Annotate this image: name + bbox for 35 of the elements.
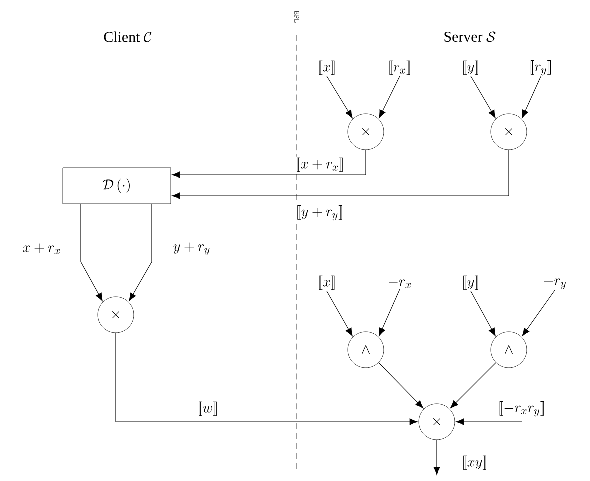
arrow (116, 332, 418, 426)
math-label: $[\![y]\!]$ (464, 276, 478, 290)
arrow (379, 76, 400, 118)
arrow (522, 76, 542, 118)
math-label: $[\![r_x]\!]$ (390, 60, 410, 76)
edge-label: $x+r_x$ (23, 244, 60, 254)
arrow (434, 440, 440, 476)
math-label: $-r_x$ (389, 280, 412, 288)
edge-label: $[\![xy]\!]$ (464, 456, 486, 470)
arrow (172, 150, 366, 178)
edge-label: $[\![x+r_x]\!]$ (297, 158, 343, 172)
arrow (470, 76, 496, 118)
math-label: $[\![r_y]\!]$ (530, 60, 551, 76)
math-label: $[\![x]\!]$ (319, 276, 335, 290)
arrow (326, 291, 353, 336)
arrow (450, 362, 496, 409)
function-box: $\mathcal{D}\left(\cdot\right)$ (62, 168, 172, 204)
arrow (326, 76, 353, 118)
math-label: $[\![y]\!]$ (464, 60, 478, 76)
arrow (172, 150, 510, 200)
math-label: $[\![x]\!]$ (319, 60, 335, 76)
math-label: $[\![-r_x r_y]\!]$ (500, 401, 544, 417)
edge-label: $y+r_y$ (174, 242, 210, 256)
heading: $\text{Client }\mathcal{C}$ (104, 32, 152, 42)
edge-label: $[\![y+r_y]\!]$ (298, 206, 342, 221)
arrow (456, 418, 522, 426)
arrow (80, 204, 103, 302)
math-label: $-r_y$ (544, 278, 566, 290)
arrow (378, 362, 424, 409)
arrow (522, 290, 556, 336)
edge-label: $[\![w]\!]$ (199, 402, 217, 416)
arrow (129, 204, 152, 302)
heading: $\text{Server }\mathcal{S}$ (444, 32, 496, 42)
arrow (379, 289, 400, 336)
arrow (470, 291, 496, 336)
